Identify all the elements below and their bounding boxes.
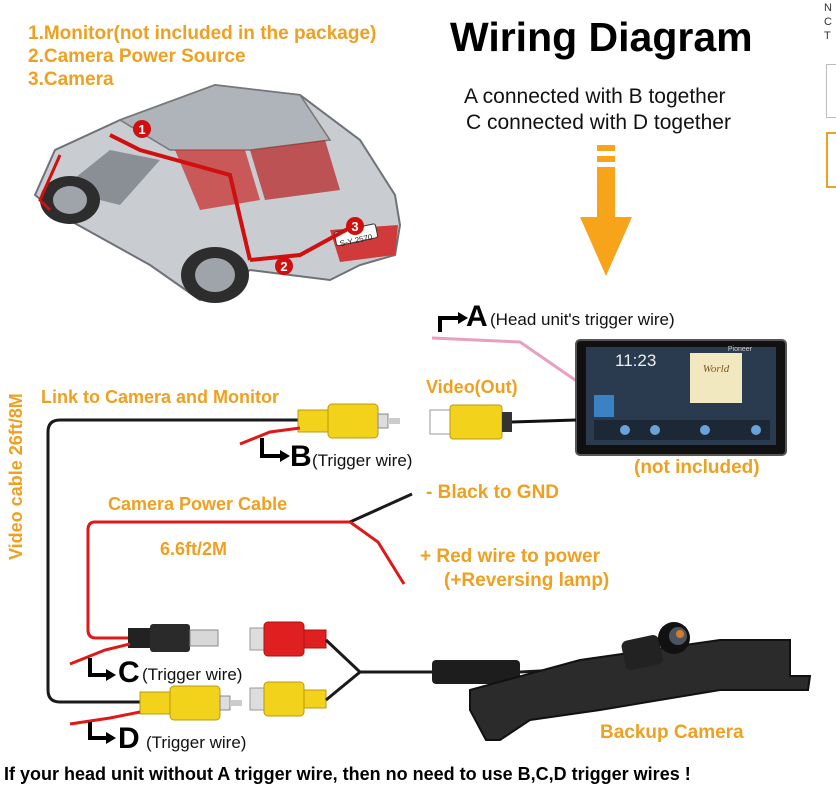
- label-black-gnd: - Black to GND: [426, 482, 560, 503]
- label-red-power: + Red wire to power: [420, 546, 601, 567]
- bottom-note: If your head unit without A trigger wire…: [4, 764, 691, 784]
- label-link: Link to Camera and Monitor: [41, 387, 280, 407]
- car-illustration: [33, 83, 402, 303]
- pink-trigger-wire-a: [431, 336, 579, 384]
- label-power-cable: Camera Power Cable: [108, 494, 288, 514]
- label-a-desc: (Head unit's trigger wire): [490, 310, 675, 329]
- label-d-desc: (Trigger wire): [146, 733, 247, 752]
- marker-3-text: 3: [351, 219, 358, 234]
- label-a: A: [466, 300, 488, 333]
- legend-item-1: 1.Monitor(not included in the package): [28, 23, 377, 44]
- edge-fragment-1: N: [824, 2, 832, 14]
- trigger-wire-b: [239, 426, 301, 446]
- c-hook-arrow-icon: [88, 658, 116, 681]
- cable-junction-box: [432, 660, 520, 684]
- dc-power-plug: [128, 624, 219, 652]
- marker-2-text: 2: [280, 259, 287, 274]
- label-b-desc: (Trigger wire): [312, 451, 413, 470]
- label-backup-camera: Backup Camera: [600, 722, 744, 743]
- camera-video-connector: [249, 681, 327, 717]
- camera-cable-split: [324, 638, 363, 702]
- trigger-wire-d: [69, 710, 141, 726]
- instruction-cd: C connected with D together: [466, 111, 731, 134]
- label-length-power: 6.6ft/2M: [160, 539, 228, 559]
- d-hook-arrow-icon: [88, 722, 116, 744]
- label-c: C: [118, 656, 140, 689]
- legend-item-3: 3.Camera: [28, 69, 114, 90]
- black-gnd-wire: [349, 492, 413, 524]
- bottom-rca-male: [139, 685, 242, 721]
- a-hook-arrow-icon: [438, 312, 468, 332]
- car-marker-2: 2: [275, 257, 293, 275]
- instruction-ab: A connected with B together: [464, 85, 726, 108]
- label-b: B: [290, 440, 312, 473]
- edge-fragment-orange-box[interactable]: [826, 132, 836, 188]
- backup-camera: [469, 622, 812, 741]
- red-power-wire: [349, 520, 406, 585]
- car-marker-3: 3: [346, 217, 364, 235]
- edge-fragment-3: T: [824, 30, 831, 42]
- monitor-time: 11:23: [615, 351, 656, 370]
- monitor-album-text: World: [703, 363, 730, 375]
- label-video-out: Video(Out): [426, 377, 518, 397]
- b-hook-arrow-icon: [260, 438, 290, 462]
- monitor-brand: Pioneer: [728, 346, 753, 353]
- monitor-video-cable: [511, 418, 577, 424]
- trigger-wire-c: [69, 642, 131, 666]
- label-reversing-lamp: (+Reversing lamp): [444, 570, 610, 591]
- diagram-title: Wiring Diagram: [450, 14, 753, 60]
- label-video-cable: Video cable 26ft/8M: [6, 393, 26, 560]
- camera-power-cable: [86, 520, 350, 640]
- label-d: D: [118, 722, 140, 755]
- car-marker-1: 1: [133, 120, 151, 138]
- video-out-rca-female: [429, 404, 512, 440]
- camera-power-connector: [249, 621, 327, 657]
- label-c-desc: (Trigger wire): [142, 665, 243, 684]
- edge-fragment-2: C: [824, 16, 832, 28]
- edge-fragment-box[interactable]: [826, 64, 836, 118]
- video-cable-26ft: [46, 418, 300, 704]
- down-arrow-icon: [580, 145, 632, 276]
- link-rca-male: [297, 403, 400, 439]
- marker-1-text: 1: [138, 122, 145, 137]
- head-unit-monitor: 11:23 Pioneer World: [575, 339, 787, 456]
- label-not-included: (not included): [634, 457, 760, 478]
- legend-item-2: 2.Camera Power Source: [28, 46, 246, 67]
